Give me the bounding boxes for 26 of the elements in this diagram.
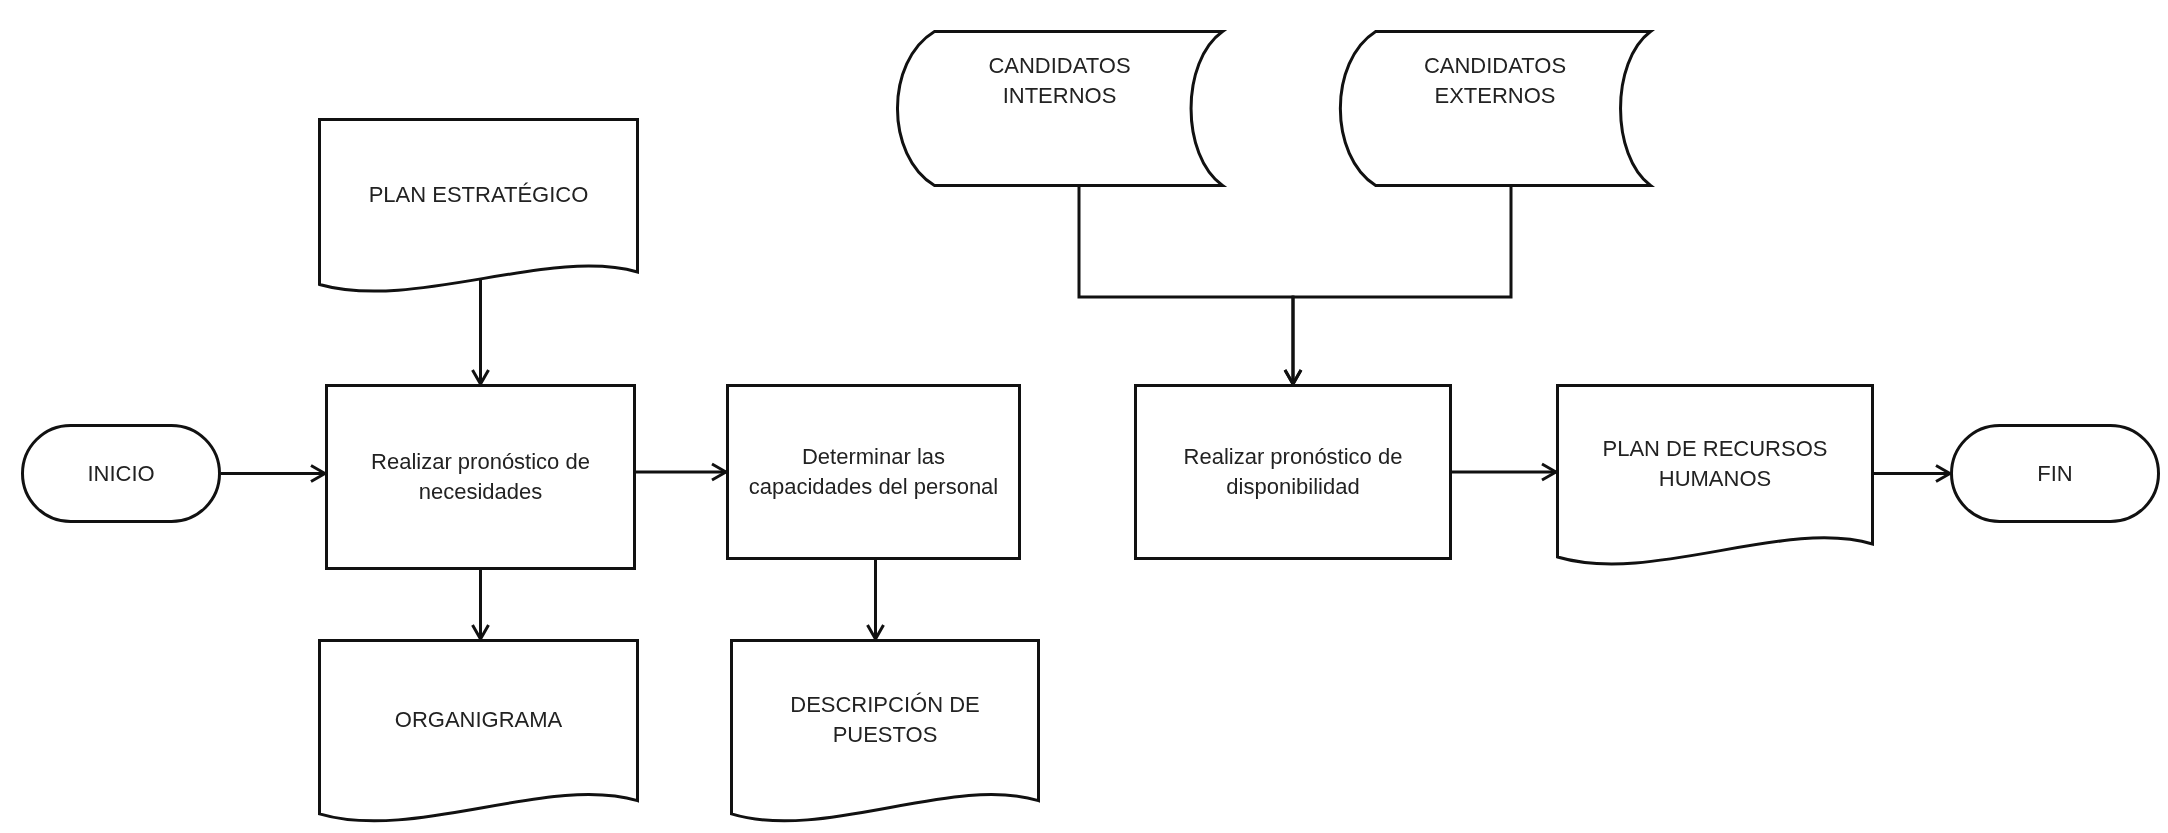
node-label: PLAN ESTRATÉGICO [368, 181, 589, 210]
process-box [1134, 384, 1452, 560]
arrow [866, 560, 885, 641]
arrow [1874, 464, 1952, 483]
process-box [325, 384, 636, 570]
node-label: CANDIDATOS INTERNOS [987, 52, 1132, 111]
arrow [471, 570, 490, 641]
terminal-shape [1950, 424, 2160, 523]
stored-data-shape [895, 30, 1224, 187]
node-label: DESCRIPCIÓN DE PUESTOS [789, 691, 981, 749]
stored-data-shape [1338, 30, 1652, 187]
node-label: ORGANIGRAMA [394, 706, 563, 734]
node-label: CANDIDATOS EXTERNOS [1422, 52, 1568, 111]
process-box [726, 384, 1021, 560]
node-label: Realizar pronóstico de necesidades [370, 448, 591, 506]
arrow [1452, 462, 1558, 482]
node-label: Realizar pronóstico de disponibilidad [1182, 443, 1404, 501]
node-label: FIN [2037, 459, 2073, 488]
arrow [636, 462, 728, 482]
arrow [1283, 187, 1513, 386]
arrow [221, 464, 327, 483]
node-label: INICIO [87, 459, 155, 488]
node-label: Determinar las capacidades del personal [747, 443, 1000, 501]
arrow [471, 279, 490, 386]
node-label: PLAN DE RECURSOS HUMANOS [1601, 435, 1829, 493]
terminal-shape [21, 424, 221, 523]
